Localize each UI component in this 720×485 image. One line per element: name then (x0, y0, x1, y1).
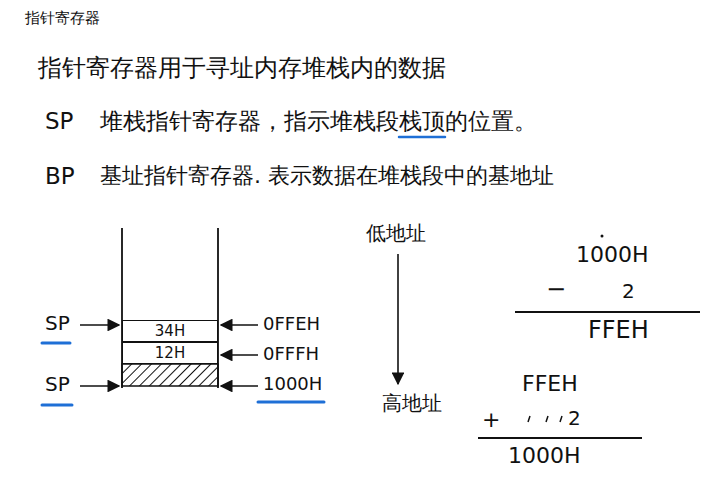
stack-cell: 34H (122, 320, 218, 342)
stack-cell: 12H (122, 342, 218, 364)
note-line: 基址指针寄存器. 表示数据在堆栈段中的基地址 (100, 163, 554, 188)
address-arrow (221, 385, 258, 387)
calc-number: 2 (568, 407, 581, 430)
blue-underline (42, 404, 72, 407)
note-line: 指针寄存器用于寻址内存堆栈内的数据 (38, 55, 446, 83)
address-label: 1000H (263, 374, 322, 395)
note-line: 堆栈指针寄存器，指示堆栈段栈顶的位置。 (100, 108, 537, 134)
carry-mark (528, 416, 530, 422)
page-title: 指针寄存器 (25, 10, 100, 27)
address-label: 0FFEH (263, 314, 320, 335)
calc-operator: − (546, 276, 566, 304)
address-label: 0FFFH (263, 344, 319, 365)
hatched-cell (122, 364, 218, 386)
sum-rule (478, 437, 642, 439)
direction-label: 低地址 (366, 222, 426, 245)
address-arrow (221, 324, 258, 326)
pointer-label: SP (45, 312, 70, 335)
blue-underline (258, 401, 324, 404)
cell-value: 34H (155, 323, 185, 340)
pointer-arrow (80, 324, 119, 326)
register-name: BP (45, 163, 75, 189)
pointer-arrow (80, 385, 119, 387)
sum-rule (515, 311, 700, 313)
register-name: SP (45, 108, 73, 134)
calc-number: FFEH (588, 317, 649, 345)
calc-number: FFEH (522, 371, 578, 396)
carry-dot (601, 235, 604, 238)
calc-number: 1000H (576, 242, 649, 267)
calc-number: 2 (622, 280, 635, 303)
pointer-label: SP (45, 373, 70, 396)
address-arrow (221, 354, 258, 356)
carry-mark (546, 416, 548, 422)
blue-underline (399, 136, 445, 139)
calc-operator: + (482, 407, 500, 432)
carry-mark (560, 416, 562, 422)
calc-number: 1000H (508, 443, 581, 468)
blue-underline (42, 342, 70, 345)
cell-value: 12H (155, 345, 185, 362)
direction-label: 高地址 (382, 392, 442, 415)
direction-arrow (397, 254, 399, 384)
